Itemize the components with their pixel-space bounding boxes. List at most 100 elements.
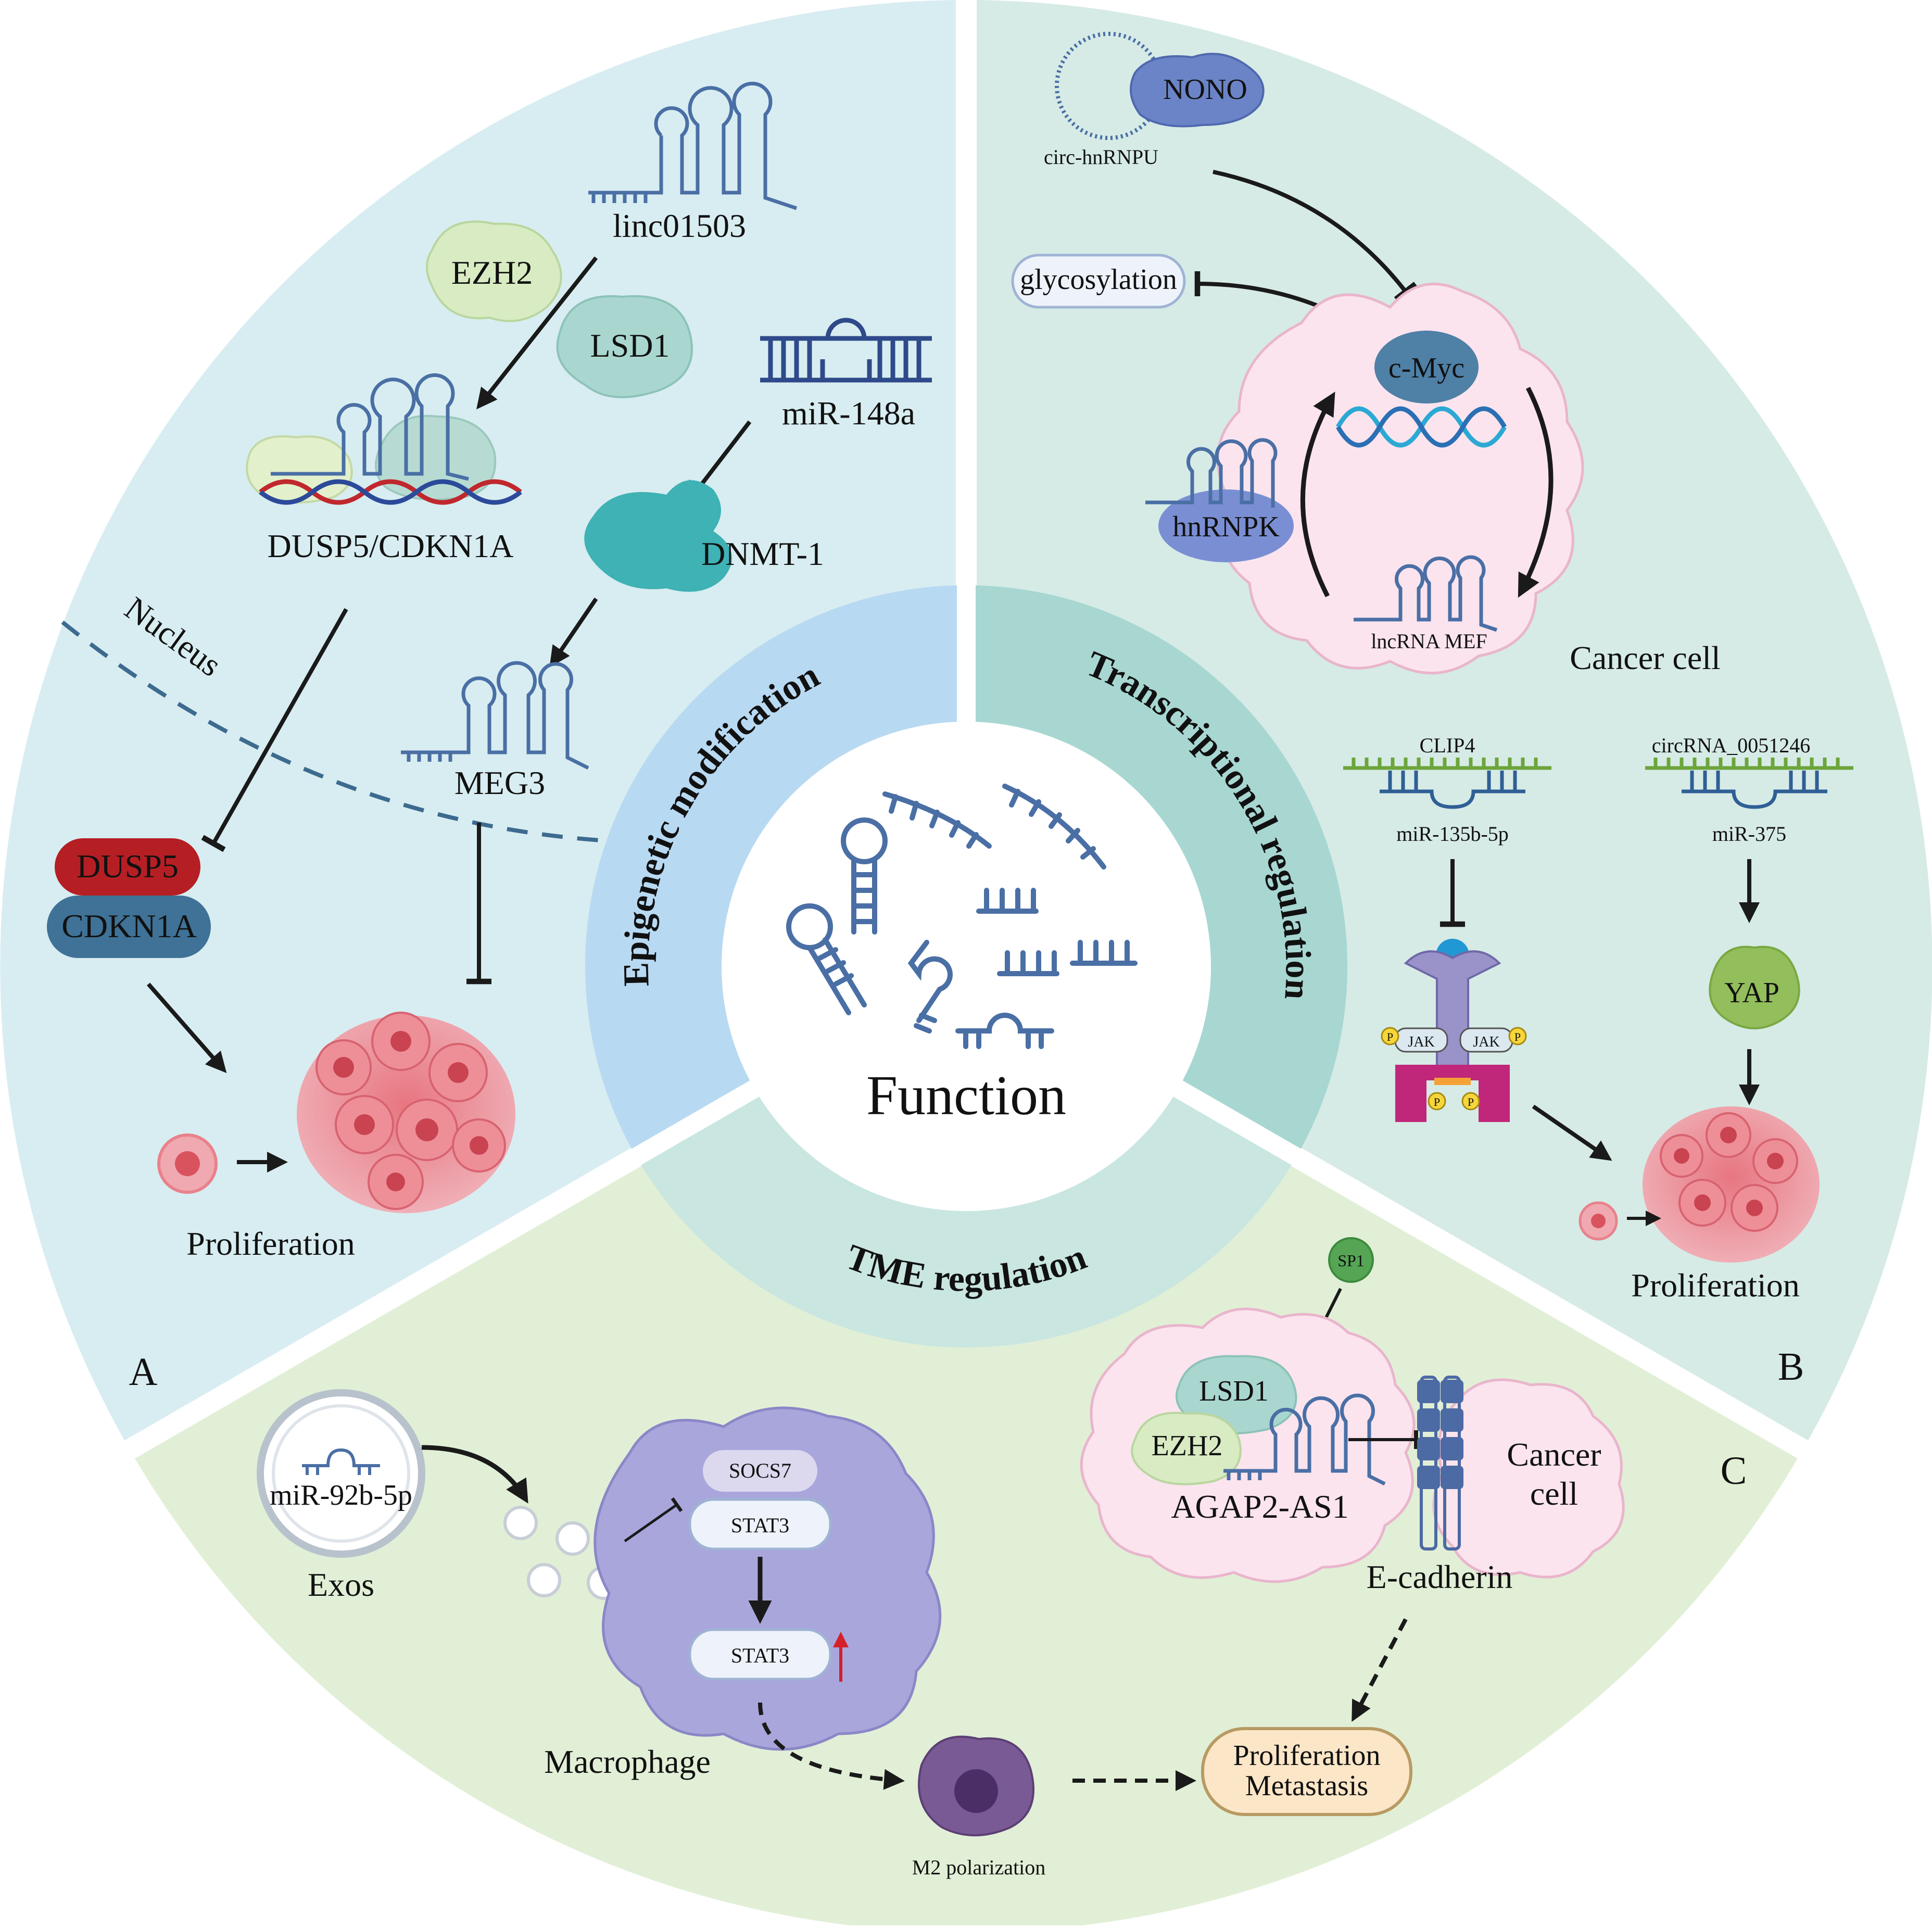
yap-protein-icon	[1709, 946, 1800, 1029]
center-title: Function	[866, 1065, 1066, 1127]
cmyc-protein-icon	[1374, 331, 1479, 404]
lsd1-blob-icon	[556, 295, 693, 398]
center-disc	[722, 722, 1211, 1211]
e-cadherin-icon	[1417, 1376, 1463, 1551]
panel-c: SP1 Cancer cell LSD1 EZH2 AGAP2-AS1	[257, 1237, 1747, 1879]
dusp5-badge	[55, 838, 200, 896]
cell-label-c: cell	[1530, 1475, 1578, 1512]
cancer-cell-c1-membrane	[1080, 1307, 1416, 1583]
macrophage-cell-membrane	[594, 1406, 942, 1751]
m2-polarization-label: M2 polarization	[912, 1856, 1046, 1879]
linc01503-label: linc01503	[613, 207, 746, 244]
cmyc-label: c-Myc	[1388, 352, 1464, 384]
phospho-markers: P P P P	[1381, 1027, 1527, 1111]
panel-letter-c: C	[1721, 1449, 1747, 1493]
ezh2-blob-icon	[426, 220, 562, 322]
hnrnpk-protein-icon	[1158, 489, 1294, 562]
stat3-label-2: STAT3	[731, 1644, 789, 1667]
mir375-label: miR-375	[1712, 822, 1786, 846]
nucleus-boundary	[61, 620, 610, 843]
lncrna-mef-label: lncRNA MEF	[1371, 629, 1487, 653]
ezh2-label-c: EZH2	[1152, 1430, 1223, 1462]
center-loop-icon-1	[907, 940, 953, 1034]
dusp-cdkn-complex-icon	[246, 373, 522, 505]
lsd1-label: LSD1	[590, 327, 670, 364]
glycosylation-box	[1011, 254, 1186, 309]
hnrnpk-label: hnRNPK	[1172, 511, 1279, 543]
phospho-label-4: P	[1468, 1095, 1474, 1108]
center-loop-icon-2	[955, 1013, 1054, 1049]
inner-ring	[585, 578, 1348, 1348]
panel-letter-b: B	[1778, 1345, 1804, 1389]
proliferation-metastasis-box	[1201, 1727, 1412, 1816]
phospho-label-1: P	[1387, 1030, 1393, 1043]
proliferation-label-c: Proliferation	[1233, 1740, 1380, 1772]
mir135b-label: miR-135b-5p	[1396, 822, 1509, 846]
exos-label: Exos	[308, 1566, 374, 1603]
center-hairpin-icon-2	[786, 903, 867, 1015]
panel-b: NONO circ-hnRNPU glycosylation Cancer ce…	[1011, 32, 1853, 1389]
phospho-label-3: P	[1434, 1095, 1440, 1108]
mir148a-hairpin-icon	[760, 318, 932, 383]
dnmt1-label: DNMT-1	[701, 535, 824, 572]
phospho-label-2: P	[1514, 1030, 1521, 1043]
center-strand-icon-1	[882, 791, 992, 849]
panel-c-sector	[130, 966, 1803, 1928]
socs7-badge	[703, 1450, 817, 1492]
tumor-cluster-icon-a	[297, 1012, 515, 1213]
mir92b-label: miR-92b-5p	[270, 1479, 412, 1511]
sp1-protein-icon	[1328, 1237, 1374, 1283]
clip4-mir135b-duplex-icon	[1343, 758, 1551, 809]
metastasis-label: Metastasis	[1245, 1770, 1368, 1802]
circ0051246-label: circRNA_0051246	[1652, 734, 1810, 757]
dna-helix-icon	[1336, 406, 1507, 448]
center-comb-icon-3	[1070, 940, 1138, 966]
agap2-label: AGAP2-AS1	[1171, 1488, 1348, 1525]
agap2-as1-rna-icon	[1223, 1393, 1386, 1486]
center-rna-icons	[786, 784, 1138, 1049]
jak-label-left: JAK	[1408, 1034, 1434, 1050]
center-hairpin-icon-1	[841, 817, 888, 935]
dusp5-label: DUSP5	[77, 848, 179, 885]
cdkn1a-label: CDKN1A	[61, 908, 197, 944]
lsd1-label-c: LSD1	[1199, 1375, 1269, 1407]
cancer-cell-c2-membrane	[1432, 1378, 1625, 1579]
meg3-rna-icon	[401, 661, 589, 770]
dusp-cdkn-label: DUSP5/CDKN1A	[268, 527, 514, 564]
cancer-label-c: Cancer	[1507, 1436, 1601, 1473]
jak-receptor-icon: JAK JAK P P P P	[1381, 939, 1527, 1122]
mir148a-label: miR-148a	[782, 395, 915, 432]
stat3-label-1: STAT3	[731, 1514, 789, 1537]
sp1-label: SP1	[1337, 1251, 1365, 1270]
nono-label: NONO	[1163, 73, 1247, 106]
circ-mir375-duplex-icon	[1645, 758, 1853, 809]
single-cancer-cell-icon-b	[1579, 1201, 1618, 1241]
dnmt1-enzyme-icon	[584, 480, 732, 592]
cdkn1a-badge	[47, 896, 211, 958]
glycosylation-label: glycosylation	[1020, 263, 1177, 296]
tumor-cluster-icon-b	[1643, 1106, 1820, 1263]
m2-macrophage-icon	[918, 1735, 1034, 1836]
center-comb-icon-2	[997, 950, 1059, 976]
ezh2-label: EZH2	[451, 254, 533, 291]
stat3-badge-2	[688, 1628, 832, 1681]
e-cadherin-label: E-cadherin	[1367, 1558, 1513, 1595]
center-strand-icon-2	[1002, 784, 1106, 870]
ezh2-blob-icon-c	[1131, 1412, 1242, 1485]
nono-protein-icon	[1130, 53, 1265, 128]
cancer-cell-b-label: Cancer cell	[1570, 639, 1721, 676]
proliferation-label-a: Proliferation	[186, 1225, 355, 1262]
socs7-label: SOCS7	[729, 1459, 791, 1482]
clip4-label: CLIP4	[1420, 734, 1475, 757]
yap-label: YAP	[1724, 977, 1779, 1009]
macrophage-label: Macrophage	[544, 1743, 711, 1780]
meg3-label: MEG3	[454, 764, 545, 801]
single-cancer-cell-icon	[157, 1133, 218, 1194]
proliferation-label-b: Proliferation	[1631, 1267, 1799, 1304]
jak-label-right: JAK	[1473, 1034, 1499, 1050]
panel-letter-a: A	[129, 1350, 158, 1394]
lncrna-mef-rna-icon	[1354, 555, 1498, 632]
stat3-badge-1	[688, 1498, 832, 1551]
